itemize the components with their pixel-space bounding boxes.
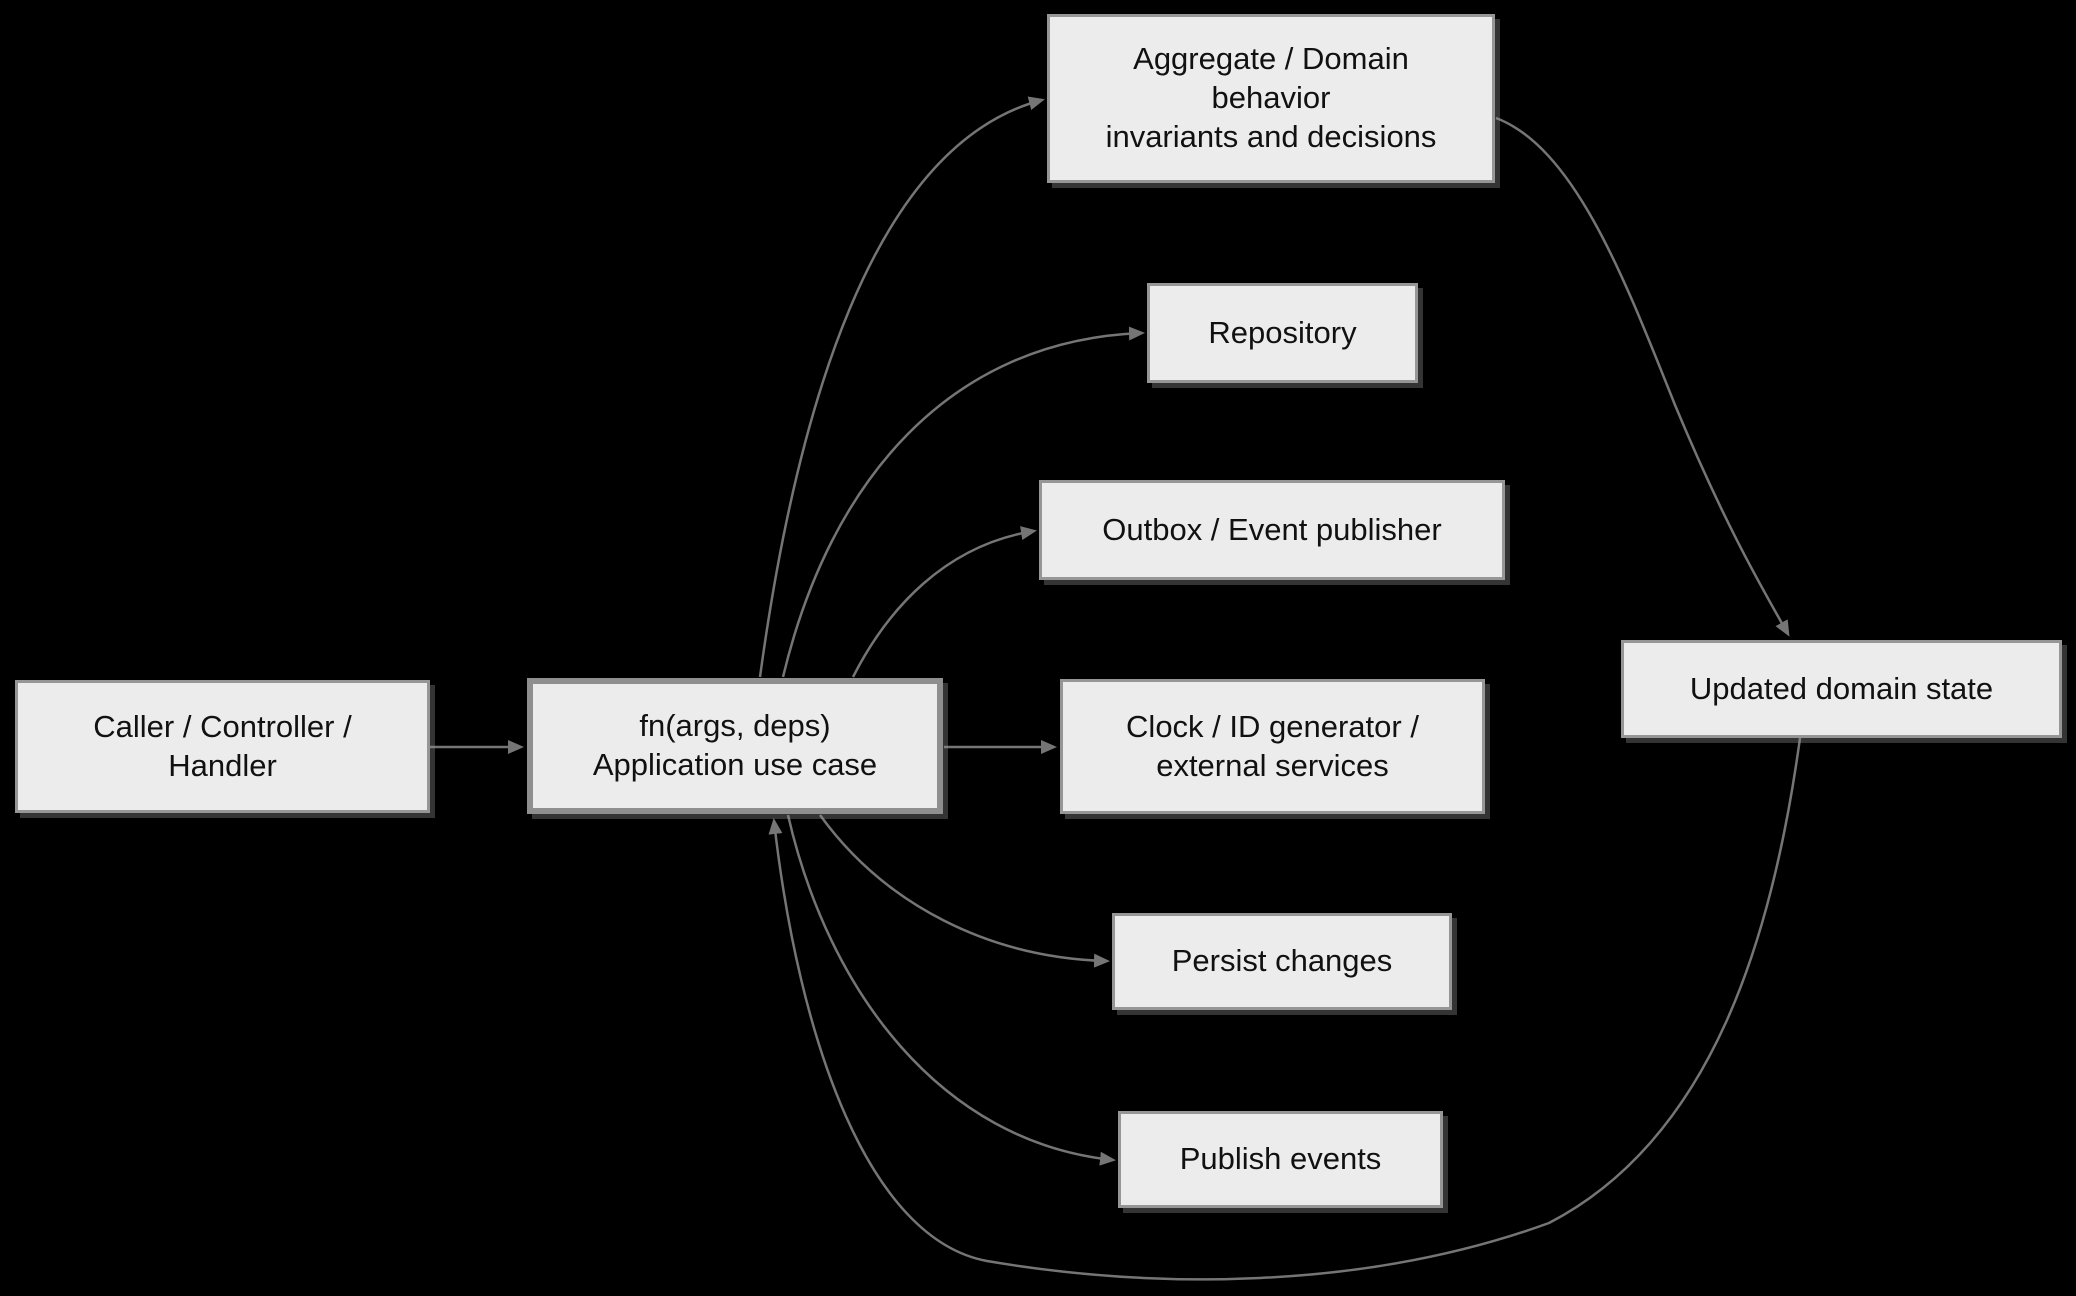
node-application-use-case: fn(args, deps) Application use case — [527, 678, 943, 814]
edge-updated-to-fn — [768, 737, 1802, 1281]
node-label: fn(args, deps) Application use case — [592, 708, 878, 782]
node-updated-domain-state: Updated domain state — [1621, 640, 2062, 738]
edge-fn-to-persist — [818, 814, 1110, 968]
node-label: Repository — [1208, 314, 1357, 350]
node-label: Caller / Controller / Handler — [93, 708, 352, 783]
edge-fn-to-publish — [786, 814, 1116, 1166]
node-label: Persist changes — [1171, 943, 1393, 979]
edge-fn-to-aggregate — [758, 96, 1045, 678]
edge-aggregate-to-updated — [1495, 116, 1790, 637]
node-repository: Repository — [1147, 283, 1418, 383]
node-aggregate-domain-behavior: Aggregate / Domain behavior invariants a… — [1047, 14, 1495, 183]
node-caller-controller-handler: Caller / Controller / Handler — [15, 680, 430, 813]
node-label: Outbox / Event publisher — [1102, 511, 1442, 547]
edge-fn-to-repository — [781, 326, 1145, 678]
node-publish-events: Publish events — [1118, 1111, 1443, 1208]
node-clock-id-generator-external-services: Clock / ID generator / external services — [1060, 679, 1485, 814]
node-outbox-event-publisher: Outbox / Event publisher — [1039, 480, 1505, 580]
node-label: Clock / ID generator / external services — [1126, 708, 1419, 783]
node-label: Aggregate / Domain behavior invariants a… — [1105, 41, 1437, 154]
edge-fn-to-outbox — [851, 526, 1037, 678]
node-persist-changes: Persist changes — [1112, 913, 1452, 1010]
node-label: Updated domain state — [1689, 670, 1994, 706]
node-label: Publish events — [1179, 1141, 1382, 1177]
